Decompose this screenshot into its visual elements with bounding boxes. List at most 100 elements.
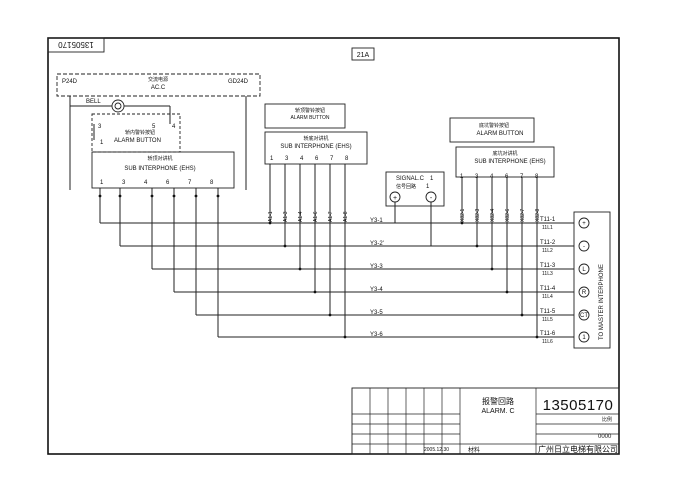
t-upper-label: T11-6 bbox=[540, 331, 556, 337]
wire-tag-a: A1-8 bbox=[343, 211, 349, 222]
title-en: ALARM. C bbox=[481, 408, 514, 415]
signal-box bbox=[385, 171, 445, 207]
box1-pin: 3 bbox=[122, 180, 126, 186]
terminal-5-icon bbox=[578, 331, 590, 343]
y-line-label: Y3-3 bbox=[370, 264, 383, 270]
terminal-label: + bbox=[582, 221, 586, 227]
svg-text:1: 1 bbox=[100, 140, 104, 146]
sub-interphone-cn-1: 轿顶对讲机 bbox=[147, 155, 172, 162]
sub-interphone-label-3: SUB INTERPHONE (EHS) bbox=[474, 159, 545, 165]
t-lower-label: 11L3 bbox=[542, 271, 553, 277]
box1-pin: 1 bbox=[100, 180, 104, 186]
terminal-0-icon bbox=[578, 217, 590, 229]
scale-label: 比例 bbox=[602, 416, 612, 423]
terminal-label: CT bbox=[580, 313, 588, 319]
box2-pin: 4 bbox=[300, 156, 304, 162]
master-terminal-block bbox=[573, 211, 611, 349]
t-lower-label: 11L5 bbox=[542, 317, 553, 323]
sub-interphone-box-3 bbox=[455, 146, 555, 178]
top-alarm-box bbox=[264, 103, 346, 129]
title-block: 报警回路 ALARM. C 材料 2005.12.30 13505170 比例 … bbox=[351, 387, 620, 455]
sub-interphone-box-2 bbox=[264, 131, 368, 165]
y-line-label: Y3-4 bbox=[370, 287, 383, 293]
title-number: 13505170 bbox=[543, 397, 614, 414]
p24d-label: P24D bbox=[62, 79, 78, 85]
y-line-label: Y3-6 bbox=[370, 332, 383, 338]
wire-tag-x: X82-3 bbox=[475, 208, 481, 222]
t-upper-label: T11-5 bbox=[540, 309, 556, 315]
pit-sub-cn: 底坑对讲机 bbox=[492, 150, 517, 157]
box2-pin: 6 bbox=[315, 156, 319, 162]
box1-pin: 7 bbox=[188, 180, 192, 186]
power-box bbox=[56, 73, 261, 97]
bell-symbol bbox=[111, 99, 125, 113]
t-lower-label: 11L2 bbox=[542, 248, 553, 254]
box2-pin: 3 bbox=[285, 156, 289, 162]
sub-interphone-label-1: SUB INTERPHONE (EHS) bbox=[124, 166, 195, 172]
signal-cn: 信号回路 bbox=[396, 183, 416, 190]
gd24d-label: GD24D bbox=[228, 79, 249, 85]
terminal-1-icon bbox=[578, 240, 590, 252]
wire-tag-x: X82-4 bbox=[490, 208, 496, 222]
mirrored-drawing-number: 13505170 bbox=[58, 40, 94, 49]
wire-tag-x: X82-6 bbox=[505, 208, 511, 222]
wire-tag-x: X82-1 bbox=[460, 208, 466, 222]
terminal-label: 1 bbox=[582, 335, 586, 341]
t-upper-label: T11-2 bbox=[540, 240, 556, 246]
terminal-3-icon bbox=[578, 286, 590, 298]
top-alarm-label: ALARM BUTTON bbox=[290, 115, 329, 121]
svg-text:-: - bbox=[430, 195, 433, 202]
top-sub-cn: 轿底对讲机 bbox=[303, 135, 328, 142]
svg-text:5: 5 bbox=[152, 124, 156, 130]
y-line-label: Y3-1 bbox=[370, 218, 383, 224]
title-cn: 报警回路 bbox=[482, 396, 514, 406]
signal-label: SIGNAL.C bbox=[396, 176, 425, 182]
t-upper-label: T11-3 bbox=[540, 263, 556, 269]
master-label: TO MASTER INTERPHONE bbox=[599, 264, 605, 340]
terminal-label: L bbox=[582, 267, 586, 273]
box1-pin: 6 bbox=[166, 180, 170, 186]
y-line-label: Y3-2' bbox=[370, 241, 384, 247]
drawing-frame bbox=[47, 37, 620, 455]
svg-text:3: 3 bbox=[98, 124, 102, 130]
pit-alarm-label: ALARM BUTTON bbox=[477, 131, 524, 137]
terminal-label: - bbox=[583, 244, 585, 250]
wire-tag-a: A1-3 bbox=[283, 211, 289, 222]
pit-alarm-cn: 底坑警铃按钮 bbox=[479, 122, 509, 129]
box2-pin: 8 bbox=[345, 156, 349, 162]
mirrored-number-box bbox=[47, 37, 105, 53]
sheet-tag-box bbox=[351, 47, 375, 61]
terminal-label: R bbox=[582, 290, 587, 296]
bell-label: BELL bbox=[86, 99, 101, 105]
box2-pin: 7 bbox=[330, 156, 334, 162]
svg-text:4: 4 bbox=[172, 124, 176, 130]
title-date: 2005.12.30 bbox=[424, 447, 449, 453]
wire-tag-a: A1-7 bbox=[328, 211, 334, 222]
sheet-tag: 21A bbox=[357, 52, 370, 59]
pit-alarm-box bbox=[449, 117, 535, 143]
box1-pin: 4 bbox=[144, 180, 148, 186]
top-alarm-cn: 轿顶警铃按钮 bbox=[295, 107, 325, 114]
terminal-4-icon bbox=[578, 309, 590, 321]
sub-interphone-box-1 bbox=[91, 151, 235, 189]
power-cn: 交流电源 bbox=[148, 76, 168, 83]
t-lower-label: 11L6 bbox=[542, 339, 553, 345]
sheet-number: 0000 bbox=[598, 434, 612, 440]
t-upper-label: T11-4 bbox=[540, 286, 556, 292]
power-label: AC.C bbox=[151, 85, 166, 91]
t-lower-label: 11L1 bbox=[542, 225, 553, 231]
wire-tag-a: A1-6 bbox=[313, 211, 319, 222]
alarm-button-cn: 轿内警铃按钮 bbox=[125, 129, 155, 136]
t-lower-label: 11L4 bbox=[542, 294, 553, 300]
sub-interphone-label-2: SUB INTERPHONE (EHS) bbox=[280, 144, 351, 150]
y-line-label: Y3-5 bbox=[370, 310, 383, 316]
signal-num: 1 bbox=[430, 176, 434, 182]
wire-tag-x: X82-8 bbox=[535, 208, 541, 222]
signal-num2: 1 bbox=[426, 184, 430, 190]
alarm-button-label: ALARM BUTTON bbox=[114, 138, 161, 144]
terminal-2-icon bbox=[578, 263, 590, 275]
wire-tag-a: A1-1 bbox=[268, 211, 274, 222]
wire-tag-x: X82-7 bbox=[520, 208, 526, 222]
t-upper-label: T11-1 bbox=[540, 217, 556, 223]
